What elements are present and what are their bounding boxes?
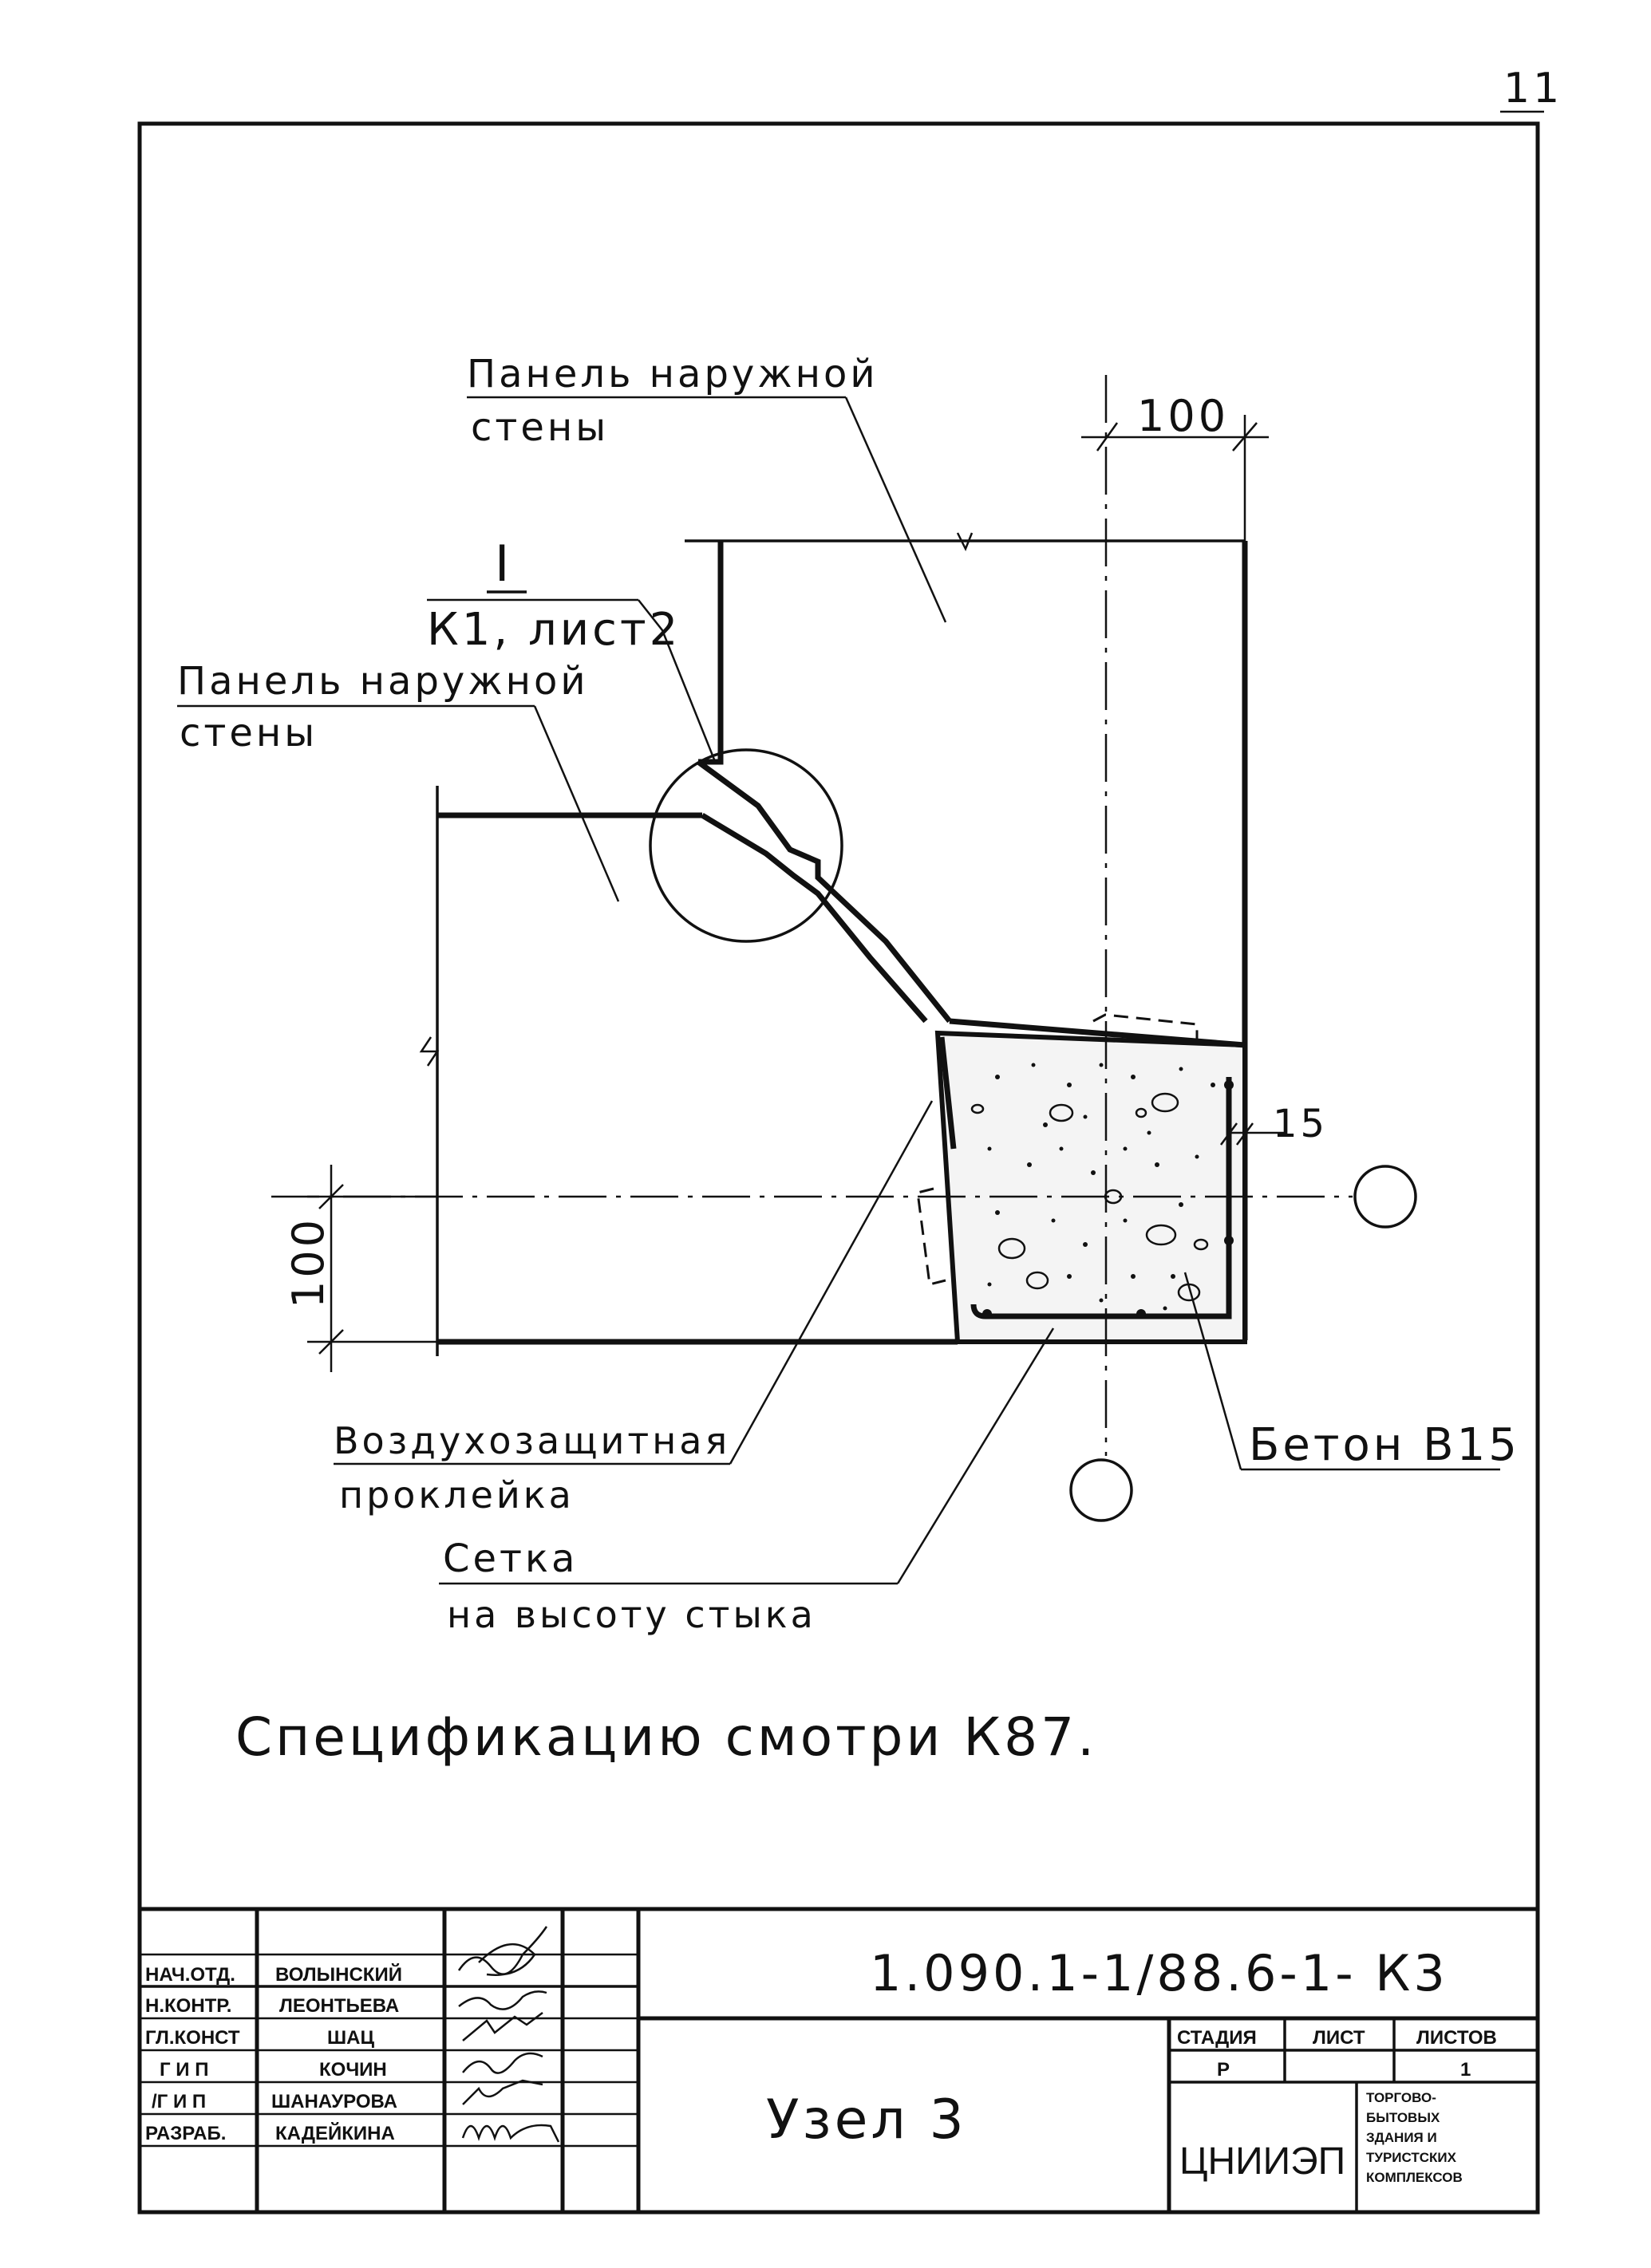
- label-mesh-1: Сетка: [443, 1536, 578, 1581]
- sheets-header: ЛИСТОВ: [1416, 2027, 1497, 2049]
- label-panel-left-1: Панель наружной: [177, 659, 589, 704]
- axis-marker-right: [1353, 1165, 1417, 1229]
- name-0: ВОЛЫНСКИЙ: [275, 1963, 402, 1986]
- org-note-1: БЫТОВЫХ: [1366, 2110, 1440, 2125]
- label-air-seal-1: Воздухозащитная: [334, 1419, 730, 1462]
- role-5: РАЗРАБ.: [145, 2123, 226, 2144]
- name-3: КОЧИН: [319, 2059, 387, 2081]
- org-note-3: ТУРИСТСКИХ: [1366, 2150, 1457, 2165]
- label-panel-top-1: Панель наружной: [467, 352, 879, 396]
- title-block: НАЧ.ОТД. Н.КОНТР. ГЛ.КОНСТ Г И П /Г И П …: [140, 1907, 1538, 2212]
- reinforcement-mesh: [938, 1036, 957, 1150]
- stage-value: Р: [1217, 2059, 1230, 2081]
- name-5: КАДЕЙКИНА: [275, 2122, 395, 2144]
- organization: ЦНИИЭП: [1179, 2140, 1345, 2183]
- callout-ref: К1, лист2: [427, 604, 681, 656]
- org-note-0: ТОРГОВО-: [1366, 2090, 1436, 2105]
- sheets-value: 1: [1460, 2059, 1471, 2081]
- name-1: ЛЕОНТЬЕВА: [279, 1995, 399, 2017]
- org-note-2: ЗДАНИЯ И: [1366, 2130, 1437, 2145]
- label-concrete: Бетон В15: [1249, 1419, 1520, 1471]
- role-2: ГЛ.КОНСТ: [145, 2027, 240, 2049]
- label-panel-top-2: стены: [471, 405, 609, 450]
- role-0: НАЧ.ОТД.: [145, 1964, 235, 1986]
- stage-header: СТАДИЯ: [1177, 2027, 1257, 2049]
- role-4: /Г И П: [152, 2091, 206, 2112]
- signatures: [457, 1926, 560, 2143]
- drawing-frame: [137, 121, 1540, 2215]
- label-air-seal-2: проклейка: [339, 1473, 575, 1517]
- sheet-header: ЛИСТ: [1313, 2027, 1365, 2049]
- role-3: Г И П: [160, 2059, 208, 2081]
- dim-right: 15: [1273, 1102, 1328, 1146]
- dim-top: 100: [1137, 391, 1229, 441]
- label-mesh-2: на высоту стыка: [447, 1593, 816, 1636]
- joint-detail-drawing: 100 15 100 I К1, лист2 Панель наружной с…: [177, 352, 1520, 1768]
- role-1: Н.КОНТР.: [145, 1995, 231, 2017]
- note-spec: Спецификацию смотри К87.: [235, 1706, 1097, 1768]
- org-note-4: КОМПЛЕКСОВ: [1366, 2170, 1463, 2185]
- name-2: ШАЦ: [327, 2027, 374, 2049]
- sheet-title: Узел 3: [766, 2089, 967, 2152]
- axis-marker-bottom: [1069, 1458, 1133, 1522]
- callout-number: I: [495, 534, 512, 593]
- page-number: 11: [1503, 65, 1562, 112]
- name-4: ШАНАУРОВА: [271, 2091, 397, 2112]
- detail-callout-circle: [649, 748, 843, 943]
- dim-left: 100: [283, 1217, 334, 1308]
- label-panel-left-2: стены: [180, 711, 318, 755]
- document-code: 1.090.1-1/88.6-1- К3: [870, 1944, 1448, 2002]
